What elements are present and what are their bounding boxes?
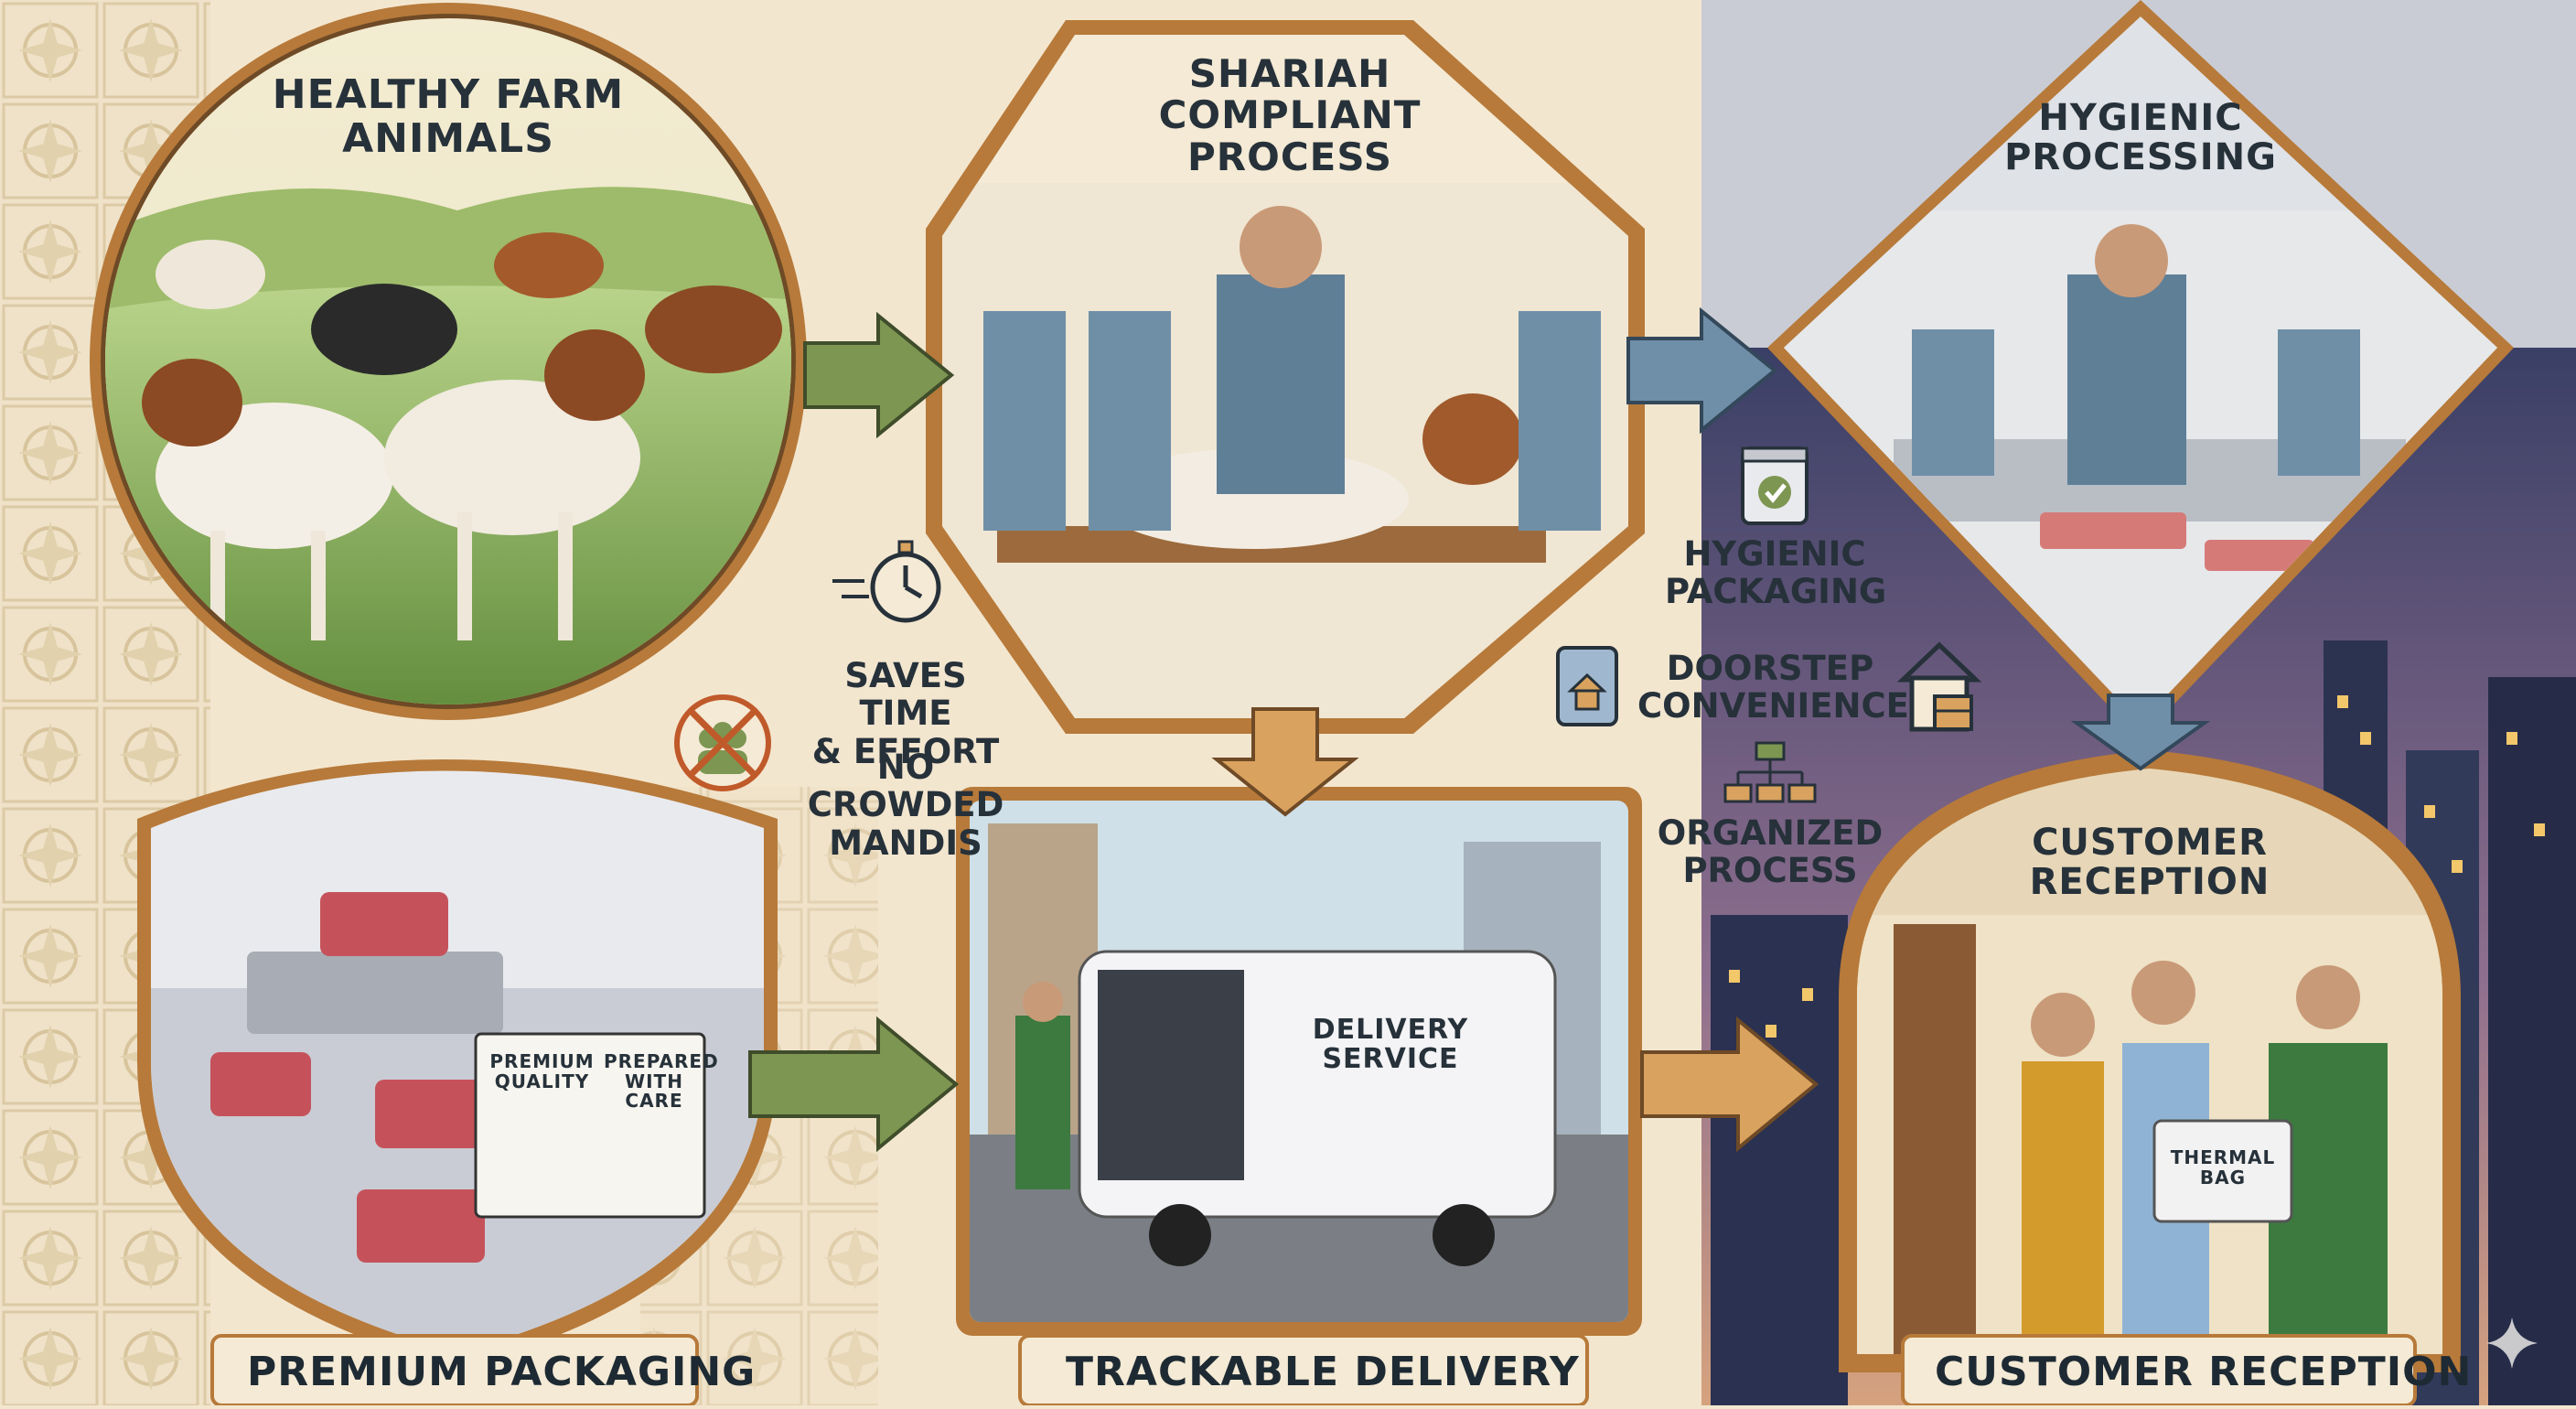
- woman-figure: [2022, 1061, 2104, 1354]
- stopwatch-icon: [832, 540, 941, 623]
- farm-stage: [90, 3, 807, 720]
- butcher-apron: [1217, 274, 1345, 494]
- arrow-shariah-to-processing: [1626, 307, 1778, 435]
- arrow-delivery-to-reception: [1640, 1016, 1819, 1153]
- premium-packaging-label: PREMIUM PACKAGING: [247, 1349, 757, 1395]
- van-delivery-service-text: DELIVERY SERVICE: [1312, 1014, 1469, 1076]
- box-prepared-with-care-text: PREPARED WITH CARE: [604, 1050, 719, 1113]
- packaging-stage: [137, 759, 778, 1368]
- box-premium-quality-text: PREMIUM QUALITY: [489, 1050, 595, 1092]
- trackable-delivery-label: TRACKABLE DELIVERY: [1066, 1349, 1580, 1395]
- shariah-stage: [926, 20, 1645, 734]
- reception-stage: [1839, 750, 2461, 1372]
- home-delivery-icon: [1896, 641, 1982, 732]
- digital-scale: [247, 952, 503, 1034]
- no-crowd-icon: [674, 694, 771, 791]
- arrow-packaging-to-delivery: [748, 1016, 960, 1153]
- thermal-bag: [2152, 1119, 2293, 1223]
- farm-label: HEALTHY FARM ANIMALS: [272, 71, 625, 162]
- delivery-stage: [956, 787, 1642, 1336]
- premium-box: [474, 1032, 706, 1219]
- sparkle-icon: [2486, 1318, 2538, 1369]
- no-crowded-mandis-text: NO CROWDED MANDIS: [807, 748, 1004, 863]
- saves-time-text: SAVES TIME & EFFORT: [811, 656, 1000, 771]
- goat-herd: [142, 232, 782, 640]
- front-door: [1894, 924, 1976, 1354]
- flowchart-icon: [1723, 741, 1817, 803]
- home-bag-icon: [1556, 646, 1618, 726]
- arrow-farm-to-shariah: [803, 311, 955, 439]
- organized-process-text: ORGANIZED PROCESS: [1657, 813, 1884, 891]
- shariah-label: SHARIAH COMPLIANT PROCESS: [1158, 51, 1422, 179]
- arrow-shariah-to-delivery: [1211, 707, 1359, 817]
- reception-top-label: CUSTOMER RECEPTION: [2029, 822, 2270, 904]
- processing-label: HYGIENIC PROCESSING: [2004, 97, 2277, 179]
- customer-reception-bottom-label: CUSTOMER RECEPTION: [1935, 1349, 2473, 1395]
- sealed-bag-icon: [1741, 446, 1809, 525]
- doorstep-convenience-text: DOORSTEP CONVENIENCE: [1637, 649, 1909, 726]
- arrow-processing-to-reception: [2070, 694, 2211, 771]
- thermal-bag-text: THERMAL BAG: [2170, 1146, 2276, 1189]
- delivery-driver: [1015, 1016, 1070, 1189]
- hygienic-packaging-text: HYGIENIC PACKAGING: [1665, 534, 1887, 612]
